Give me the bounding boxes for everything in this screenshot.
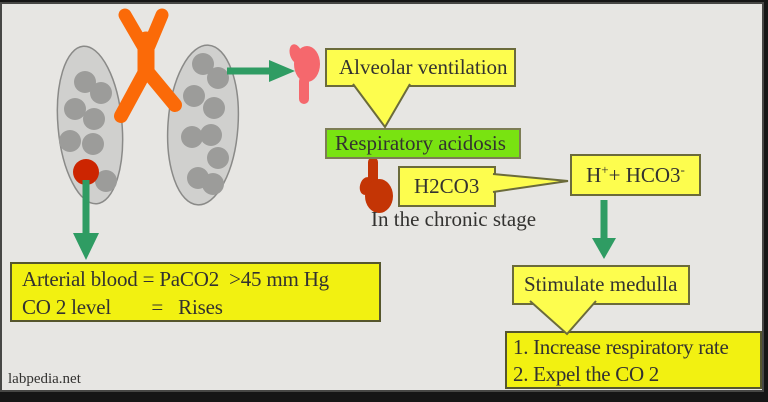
watermark: labpedia.net bbox=[8, 371, 81, 387]
arterial-line-1: Arterial blood = PaCO2 >45 mm Hg bbox=[22, 267, 329, 291]
stimulate-medulla-label: Stimulate medulla bbox=[524, 272, 678, 296]
thumb-up-icon bbox=[359, 157, 393, 213]
co2-retention-spot bbox=[73, 159, 99, 185]
arrow-lung-to-arterial bbox=[73, 180, 99, 260]
outcome-line-2: 2. Expel the CO 2 bbox=[513, 362, 659, 386]
chronic-stage-label: In the chronic stage bbox=[371, 207, 537, 231]
outcome-line-1: 1. Increase respiratory rate bbox=[513, 335, 729, 359]
lungs-icon bbox=[56, 8, 240, 206]
alveoli-dots bbox=[59, 53, 229, 195]
ion-formula-box: H++ HCO3- bbox=[570, 154, 701, 196]
outcomes-box: 1. Increase respiratory rate 2. Expel th… bbox=[505, 331, 762, 389]
trachea-icon bbox=[114, 8, 182, 123]
arrow-ion-to-medulla bbox=[592, 200, 616, 259]
respiratory-acidosis-label: Respiratory acidosis bbox=[335, 131, 506, 155]
alveolar-ventilation-box: Alveolar ventilation bbox=[325, 48, 516, 87]
h2co3-box: H2CO3 bbox=[398, 166, 496, 207]
arrow-lung-to-ventilation bbox=[227, 60, 295, 82]
arterial-line-2: CO 2 level = Rises bbox=[22, 295, 223, 319]
stimulate-medulla-box: Stimulate medulla bbox=[512, 265, 690, 305]
respiratory-acidosis-box: Respiratory acidosis bbox=[325, 128, 521, 159]
arterial-blood-box: Arterial blood = PaCO2 >45 mm Hg CO 2 le… bbox=[10, 262, 381, 322]
alveolar-ventilation-label: Alveolar ventilation bbox=[339, 55, 508, 79]
h2co3-label: H2CO3 bbox=[414, 174, 480, 198]
ion-formula-label: H++ HCO3- bbox=[586, 162, 685, 187]
thumb-down-icon bbox=[289, 44, 320, 104]
